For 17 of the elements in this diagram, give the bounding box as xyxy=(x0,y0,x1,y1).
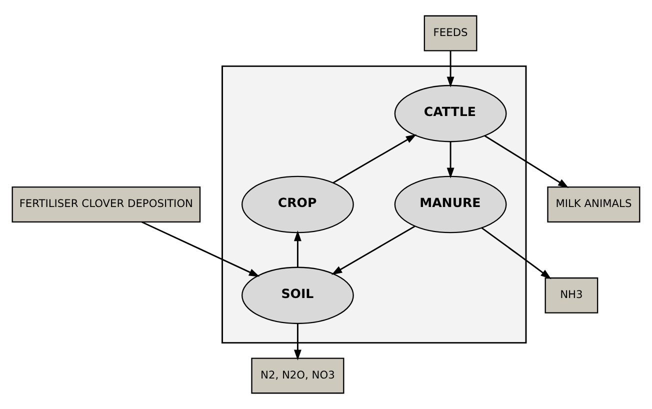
node-ellipse: MANURE xyxy=(394,176,507,234)
node-box: N2, N2O, NO3 xyxy=(251,358,344,394)
arrow xyxy=(141,221,260,277)
node-box: MILK ANIMALS xyxy=(547,186,640,222)
arrow xyxy=(446,142,454,178)
node-box: FERTILISER CLOVER DEPOSITION xyxy=(12,186,201,222)
node-box: NH3 xyxy=(544,277,598,314)
arrow xyxy=(484,135,569,188)
arrow xyxy=(331,226,416,275)
arrow xyxy=(294,324,302,360)
arrow xyxy=(332,134,417,184)
arrow xyxy=(446,50,454,88)
arrow xyxy=(481,227,552,280)
node-ellipse: CROP xyxy=(242,176,354,234)
arrow xyxy=(294,230,302,268)
node-box: FEEDS xyxy=(424,15,478,52)
cluster xyxy=(222,65,527,344)
